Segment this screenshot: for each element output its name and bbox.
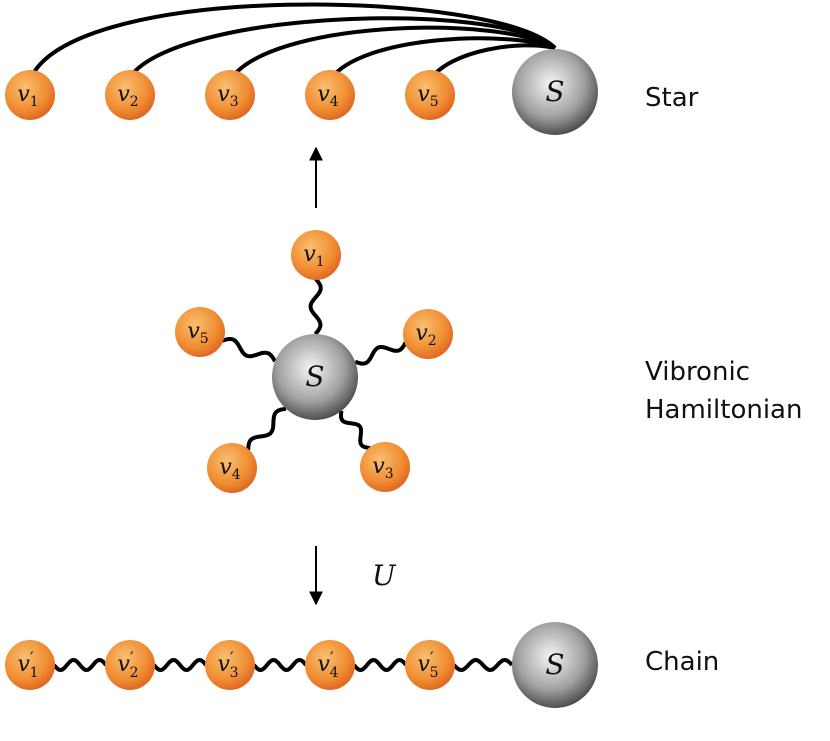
- chain-mode-1-label: v′1: [18, 648, 39, 681]
- chain-row: v′1 v′2 v′3 v′4 v′5 S Chain: [5, 622, 719, 708]
- chain-mode-2-label: v′2: [118, 648, 139, 681]
- vibronic-coupling-1: [308, 277, 323, 336]
- chain-mode-3-label: v′3: [218, 648, 239, 681]
- vibronic-mode-3-label: v3: [372, 454, 393, 482]
- chain-modes: v′1 v′2 v′3 v′4 v′5: [5, 640, 455, 690]
- star-coupling-4: [328, 36, 556, 82]
- star-couplings: [28, 2, 557, 82]
- star-modes: v1 v2 v3 v4 v5: [5, 70, 455, 120]
- star-coupling-2: [126, 16, 557, 82]
- chain-coupling-4: [352, 657, 408, 673]
- vibronic-modes: v1 v2 v3 v4 v5: [175, 230, 453, 493]
- chain-coupling-2: [152, 657, 208, 673]
- chain-coupling-1: [52, 657, 108, 673]
- chain-system-label: S: [545, 648, 564, 681]
- star-system-label: S: [545, 75, 564, 108]
- chain-couplings: [52, 657, 514, 673]
- star-coupling-1: [28, 2, 557, 81]
- star-system-node: S: [512, 49, 598, 135]
- star-mode-1: v1: [5, 70, 55, 120]
- star-mode-4-label: v4: [317, 82, 338, 110]
- star-coupling-3: [228, 25, 557, 82]
- chain-label: Chain: [645, 647, 719, 677]
- vibronic-hamiltonian: S v1 v2 v3 v4 v5 Vibronic Hamiltonian: [175, 230, 802, 493]
- star-mode-2: v2: [105, 70, 155, 120]
- vibronic-coupling-3: [339, 410, 371, 451]
- chain-mode-5: v′5: [405, 640, 455, 690]
- vibronic-mode-1-label: v1: [303, 242, 324, 270]
- chain-coupling-5: [452, 657, 514, 673]
- vibronic-mode-2-label: v2: [415, 321, 436, 349]
- star-mode-1-label: v1: [17, 82, 38, 110]
- chain-coupling-3: [252, 657, 308, 673]
- star-coupling-5: [428, 43, 556, 82]
- chain-mode-4: v′4: [305, 640, 355, 690]
- transform-label: U: [372, 559, 397, 592]
- vibronic-couplings: [221, 277, 408, 451]
- chain-mode-1: v′1: [5, 640, 55, 690]
- vibronic-mode-1: v1: [291, 230, 341, 280]
- vibronic-coupling-5: [221, 337, 277, 363]
- vibronic-mode-2: v2: [403, 309, 453, 359]
- chain-mode-2: v′2: [105, 640, 155, 690]
- vibronic-system-label: S: [305, 360, 324, 393]
- star-row: v1 v2 v3 v4 v5 S Star: [5, 2, 699, 135]
- vibronic-mode-4-label: v4: [219, 455, 240, 483]
- vibronic-mode-4: v4: [207, 443, 257, 493]
- vibronic-label-line1: Vibronic: [645, 357, 750, 387]
- star-mode-2-label: v2: [117, 82, 138, 110]
- star-mode-5: v5: [405, 70, 455, 120]
- vibronic-label-line2: Hamiltonian: [645, 395, 802, 425]
- chain-mode-5-label: v′5: [418, 648, 439, 681]
- vibronic-coupling-2: [354, 341, 408, 366]
- chain-system-node: S: [512, 622, 598, 708]
- vibronic-system-node: S: [272, 334, 358, 420]
- star-mode-5-label: v5: [417, 82, 438, 110]
- star-mode-4: v4: [305, 70, 355, 120]
- chain-mode-4-label: v′4: [318, 648, 339, 681]
- vibronic-mode-5-label: v5: [187, 319, 208, 347]
- star-mode-3-label: v3: [217, 82, 238, 110]
- star-label: Star: [645, 83, 699, 113]
- vibronic-coupling-4: [246, 406, 287, 451]
- vibronic-mode-3: v3: [360, 442, 410, 492]
- chain-mode-3: v′3: [205, 640, 255, 690]
- vibronic-mode-5: v5: [175, 307, 225, 357]
- star-mode-3: v3: [205, 70, 255, 120]
